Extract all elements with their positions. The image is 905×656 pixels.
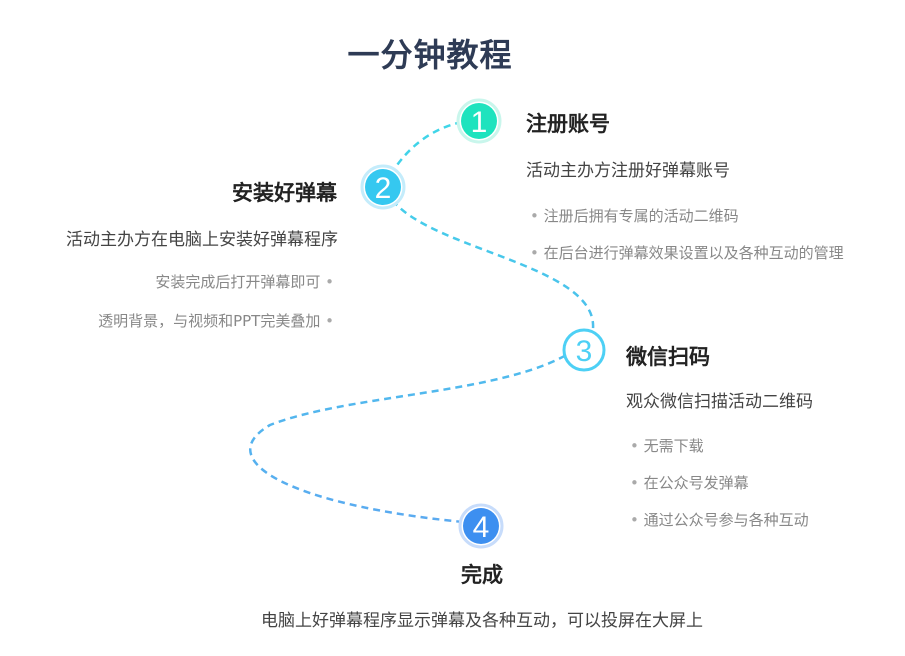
bullet-dot: • xyxy=(530,244,539,262)
bullet-dot: • xyxy=(630,437,639,455)
step-2-heading: 安装好弹幕 xyxy=(232,181,337,205)
bullet-dot: • xyxy=(630,511,639,529)
step-1-bullet: • 注册后拥有专属的活动二维码 xyxy=(530,205,739,226)
bullet-text: 通过公众号参与各种互动 xyxy=(643,511,809,529)
bullet-dot: • xyxy=(630,474,639,492)
bullet-dot: • xyxy=(325,312,334,330)
page-title: 一分钟教程 xyxy=(347,36,513,74)
step-node-4: 4 xyxy=(458,503,504,549)
bullet-text: 注册后拥有专属的活动二维码 xyxy=(543,207,739,225)
step-node-2: 2 xyxy=(360,164,406,210)
bullet-dot: • xyxy=(530,207,539,225)
step-1-description: 活动主办方注册好弹幕账号 xyxy=(526,161,730,181)
step-node-3: 3 xyxy=(562,328,606,372)
step-3-description: 观众微信扫描活动二维码 xyxy=(626,392,813,412)
step-3-heading: 微信扫码 xyxy=(626,345,710,369)
step-4-description: 电脑上好弹幕程序显示弹幕及各种互动，可以投屏在大屏上 xyxy=(261,611,703,631)
step-number-2: 2 xyxy=(375,172,392,205)
step-number-1: 1 xyxy=(471,106,488,139)
step-3-bullet: • 在公众号发弹幕 xyxy=(630,472,749,493)
step-3-bullet: • 通过公众号参与各种互动 xyxy=(630,509,809,530)
step-4-heading: 完成 xyxy=(461,563,503,587)
step-number-4: 4 xyxy=(473,511,490,544)
bullet-text: 透明背景，与视频和PPT完美叠加 xyxy=(98,312,321,330)
bullet-text: 在公众号发弹幕 xyxy=(643,474,749,492)
bullet-text: 在后台进行弹幕效果设置以及各种互动的管理 xyxy=(543,244,844,262)
step-node-1: 1 xyxy=(456,98,502,144)
step-1-bullet: • 在后台进行弹幕效果设置以及各种互动的管理 xyxy=(530,242,844,263)
step-2-description: 活动主办方在电脑上安装好弹幕程序 xyxy=(66,230,338,250)
step-1-heading: 注册账号 xyxy=(526,112,610,136)
step-3-bullet: • 无需下载 xyxy=(630,435,704,456)
step-2-bullet: 透明背景，与视频和PPT完美叠加 • xyxy=(98,310,334,331)
bullet-text: 无需下载 xyxy=(643,437,704,455)
step-number-3: 3 xyxy=(576,335,593,368)
bullet-text: 安装完成后打开弹幕即可 xyxy=(155,273,321,291)
step-2-bullet: 安装完成后打开弹幕即可 • xyxy=(155,271,334,292)
bullet-dot: • xyxy=(325,273,334,291)
